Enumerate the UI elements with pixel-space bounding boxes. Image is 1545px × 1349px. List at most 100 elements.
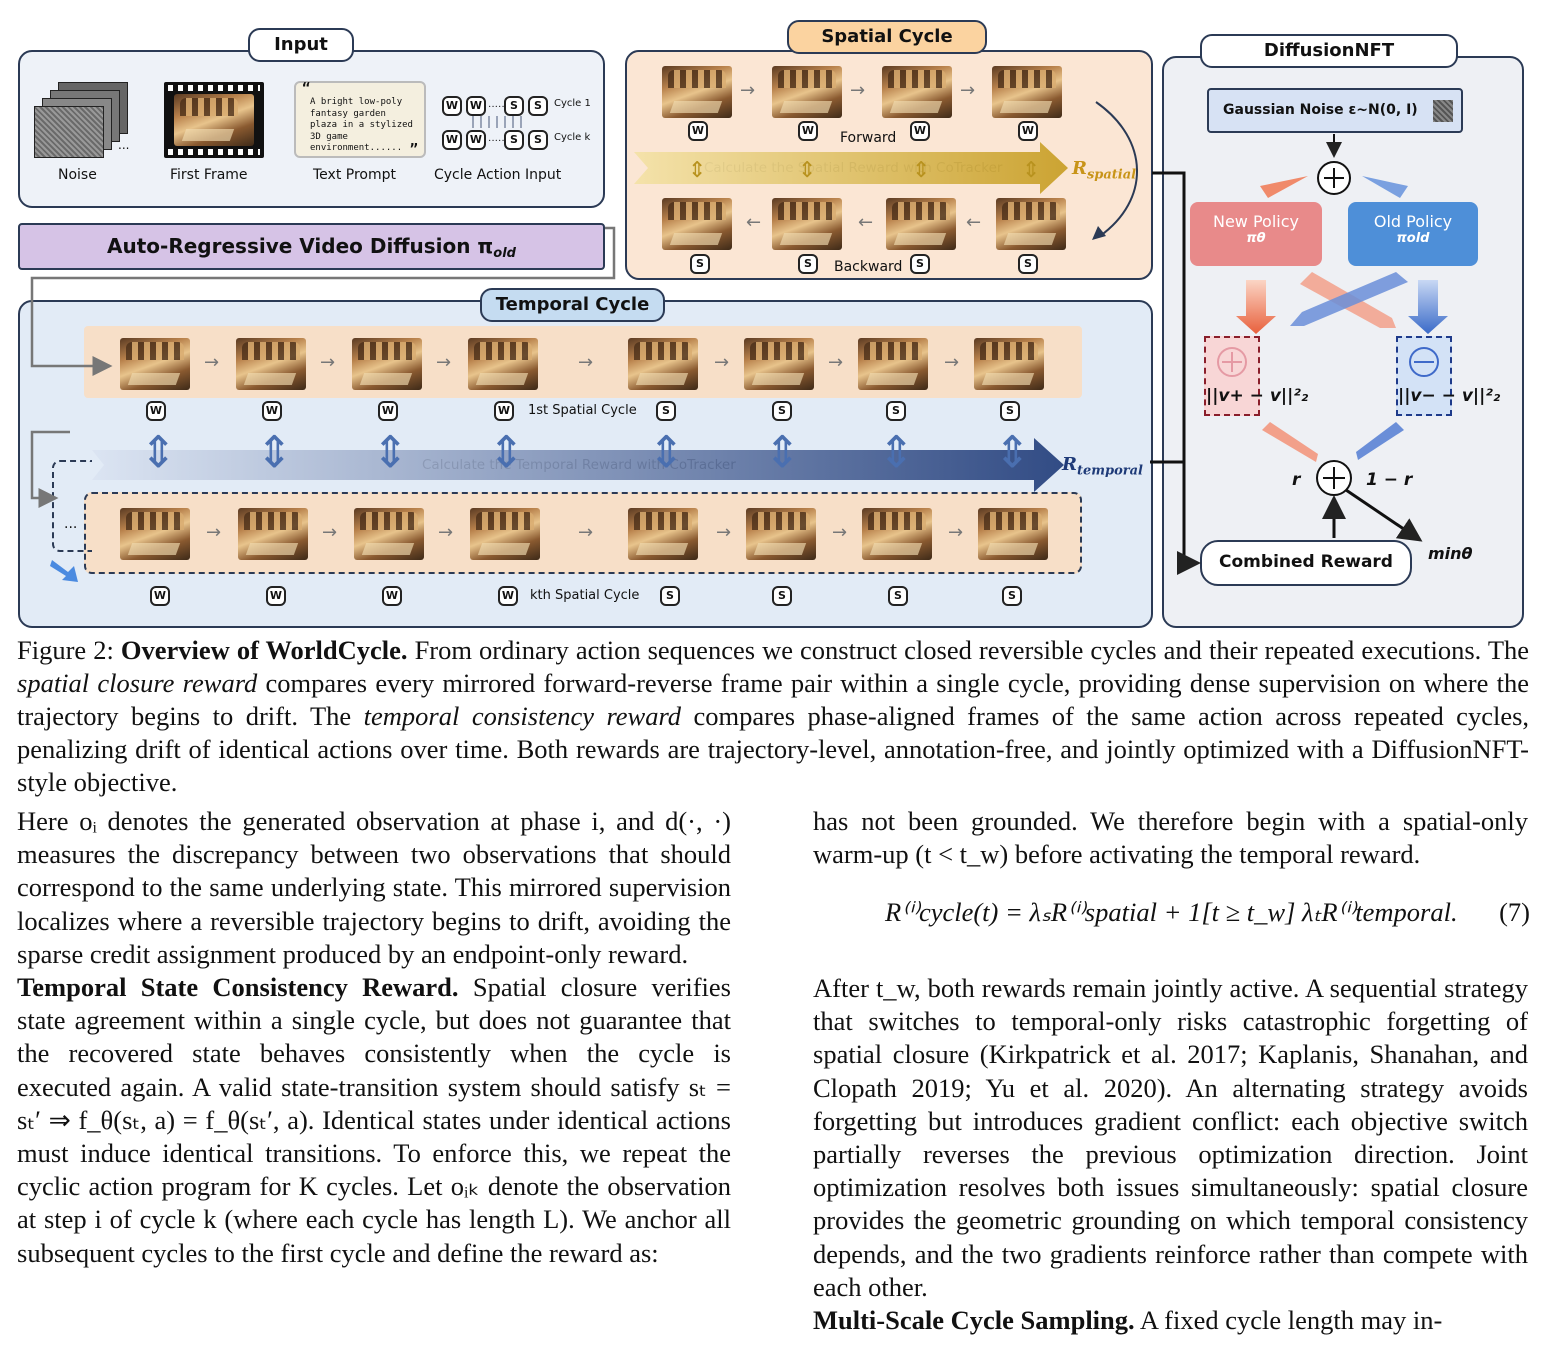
w-badge: W [494, 401, 514, 421]
kth-cycle-frame [120, 508, 190, 560]
first-cycle-frame [744, 338, 814, 390]
left-paragraph-2-text: Spatial closure verifies state agreement… [17, 972, 731, 1268]
right-paragraph-3: Multi-Scale Cycle Sampling. A fixed cycl… [813, 1304, 1528, 1337]
w-badge: W [378, 401, 398, 421]
caption-label: Figure 2: [17, 635, 114, 665]
w-badge: W [146, 401, 166, 421]
backward-arrow-icon: ← [858, 212, 874, 233]
kth-cycle-frame [862, 508, 932, 560]
arrow-icon: → [322, 522, 338, 543]
forward-arrow-icon: → [960, 80, 976, 101]
forward-label: Forward [840, 130, 897, 146]
forward-arrow-icon: → [740, 80, 756, 101]
first-cycle-frame [120, 338, 190, 390]
spatial-backward-frame [996, 198, 1066, 250]
weight-one-minus-r: 1 − r [1366, 470, 1413, 490]
old-policy-symbol: πold [1396, 231, 1430, 246]
input-title: Input [248, 28, 354, 62]
caption-term-spatial: spatial closure reward [17, 668, 258, 698]
caption-title: Overview of WorldCycle. [120, 635, 408, 665]
loss-positive: ||v+ − v||²₂ [1206, 386, 1309, 406]
temporal-reward-heading: Temporal State Consistency Reward. [17, 972, 459, 1003]
left-paragraph-1: Here oᵢ denotes the generated observatio… [17, 806, 731, 969]
arrow-icon: → [436, 352, 452, 373]
old-policy-label: Old Policy [1373, 212, 1453, 231]
prompt-text: A bright low-poly fantasy garden plaza i… [310, 97, 413, 153]
backward-label: Backward [834, 259, 903, 275]
first-cycle-frame [974, 338, 1044, 390]
combined-reward-box: Combined Reward [1200, 540, 1412, 586]
left-column: Here oᵢ denotes the generated observatio… [17, 805, 731, 1270]
s-badge: S [690, 254, 710, 274]
s-badge: S [1000, 401, 1020, 421]
arrow-icon: → [438, 522, 454, 543]
first-frame-label: First Frame [170, 167, 248, 183]
w-badge: W [1018, 121, 1038, 141]
quote-open-icon: “ [302, 81, 311, 97]
ar-model-box: Auto-Regressive Video Diffusion πold [18, 223, 605, 270]
caption-text-1: From ordinary action sequences we constr… [414, 635, 1530, 665]
arrow-icon: → [320, 352, 336, 373]
s-badge: S [798, 254, 818, 274]
s-badge: S [910, 254, 930, 274]
right-paragraph-1: has not been grounded. We therefore begi… [813, 806, 1528, 870]
right-paragraph-3-text: A fixed cycle length may in- [1139, 1305, 1443, 1336]
gaussian-noise-box: Gaussian Noise ε~N(0, I) [1207, 88, 1463, 133]
ar-model-sub: old [493, 246, 516, 262]
film-frame-icon [164, 82, 264, 158]
kth-cycle-frame [978, 508, 1048, 560]
equation-body: R⁽ⁱ⁾cycle(t) = λₛR⁽ⁱ⁾spatial + 1[t ≥ t_w… [885, 897, 1458, 927]
loss-negative: ||v− − v||²₂ [1398, 386, 1501, 406]
arrow-icon: → [716, 522, 732, 543]
spatial-backward-frame [662, 198, 732, 250]
s-badge: S [886, 401, 906, 421]
right-column-top: has not been grounded. We therefore begi… [813, 805, 1528, 871]
weight-r: r [1292, 470, 1301, 490]
s-badge: S [888, 586, 908, 606]
combined-reward-label: Combined Reward [1219, 552, 1393, 572]
prompt-label: Text Prompt [313, 167, 396, 183]
w-badge: W [150, 586, 170, 606]
spatial-forward-frame [772, 66, 842, 118]
s-badge: S [660, 586, 680, 606]
temporal-reward-label: Rtemporal [1062, 454, 1143, 479]
kth-cycle-frame [470, 508, 540, 560]
w-badge: W [688, 121, 708, 141]
caption-term-temporal: temporal consistency reward [363, 701, 682, 731]
new-policy-label: New Policy [1212, 212, 1299, 231]
spatial-forward-frame [662, 66, 732, 118]
prompt-card: “ A bright low-poly fantasy garden plaza… [294, 81, 426, 158]
first-cycle-frame [236, 338, 306, 390]
ar-model-label: Auto-Regressive Video Diffusion π [107, 234, 494, 258]
backward-arrow-icon: ← [746, 212, 762, 233]
gaussian-noise-label: Gaussian Noise ε~N(0, I) [1223, 102, 1418, 118]
first-cycle-frame [858, 338, 928, 390]
kth-cycle-frame [628, 508, 698, 560]
cycle-action-rows: W W ······· S S Cycle 1 W W ······· S S … [442, 94, 592, 154]
spatial-backward-frame [772, 198, 842, 250]
arrow-icon: → [206, 522, 222, 543]
w-badge: W [910, 121, 930, 141]
new-policy-symbol: πθ [1246, 231, 1266, 246]
arrow-icon: → [948, 522, 964, 543]
diffusionnft-title: DiffusionNFT [1200, 34, 1458, 68]
noise-label: Noise [58, 167, 97, 183]
arrow-icon: → [578, 522, 594, 543]
spatial-cycle-title: Spatial Cycle [787, 20, 987, 54]
kth-cycle-label: kth Spatial Cycle [530, 588, 640, 603]
caption-text-3: compares phase-aligned frames of the sam… [17, 701, 1530, 797]
kth-cycle-frame [238, 508, 308, 560]
spatial-forward-frame [882, 66, 952, 118]
arrow-icon: → [578, 352, 594, 373]
link-arrows: ⇕ ⇕ ⇕ ⇕ [688, 158, 1041, 183]
caption-text-2: compares every mirrored forward-reverse … [17, 668, 1530, 731]
cycle-link-arrows: ⇕ ⇕ ⇕ ⇕ ⇕ ⇕ ⇕ ⇕ [140, 427, 1031, 478]
right-column-bottom: After t_w, both rewards remain jointly a… [813, 972, 1528, 1337]
kth-cycle-frame [746, 508, 816, 560]
first-cycle-frame [352, 338, 422, 390]
s-badge: S [772, 401, 792, 421]
arrow-icon: → [944, 352, 960, 373]
arrow-icon: → [832, 522, 848, 543]
min-theta-label: minθ [1428, 544, 1473, 563]
cycle-action-label: Cycle Action Input [434, 167, 562, 183]
